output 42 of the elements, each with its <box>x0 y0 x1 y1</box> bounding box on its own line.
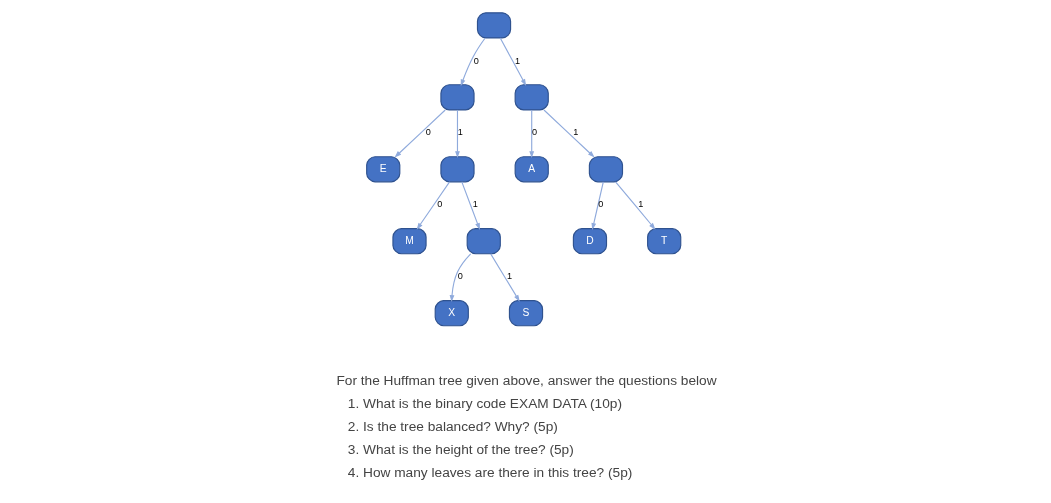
edge-label: 0 <box>436 199 442 210</box>
node-box: E <box>365 156 400 183</box>
node-box: A <box>514 156 549 183</box>
label: For the Huffman tree given above, answer the questions below <box>335 373 717 389</box>
label: 2. Is the tree balanced? Why? (5p) <box>347 418 558 434</box>
arrow <box>460 181 480 230</box>
arrow <box>590 181 604 230</box>
edge-label: 0 <box>457 271 463 282</box>
edge-label: 1 <box>472 199 478 210</box>
node-box <box>476 12 511 39</box>
node-box <box>439 84 475 111</box>
node-box: S <box>508 300 543 327</box>
arrow <box>499 37 526 86</box>
node-box <box>514 84 549 111</box>
node-box <box>439 156 475 183</box>
arrow <box>416 181 450 230</box>
label: 1. What is the binary code EXAM DATA (10p) <box>347 396 622 412</box>
arrow <box>489 253 520 302</box>
edge-label: 0 <box>473 55 479 66</box>
node-box: T <box>646 228 681 255</box>
edge-label: 0 <box>531 127 537 138</box>
edge-label: 1 <box>514 55 520 66</box>
node-box: M <box>391 228 427 255</box>
label: 4. How many leaves are there in this tree? (5p) <box>347 464 632 480</box>
node-box: X <box>434 300 469 327</box>
arrow <box>449 253 471 303</box>
node-box: D <box>572 228 607 255</box>
arrow <box>542 109 595 158</box>
edge-label: 1 <box>637 199 643 210</box>
edge-label: 0 <box>425 127 431 138</box>
edge-label: 1 <box>506 271 512 282</box>
edge-label: 1 <box>457 127 463 138</box>
node-box <box>588 156 623 183</box>
node-box <box>466 228 501 255</box>
edge-label: 0 <box>597 199 603 210</box>
arrow <box>454 109 460 159</box>
edge-label: 1 <box>572 127 578 138</box>
arrow <box>528 109 534 159</box>
label: 3. What is the height of the tree? (5p) <box>347 441 574 457</box>
arrow <box>460 37 486 87</box>
arrow <box>394 109 446 158</box>
arrow <box>614 181 655 230</box>
